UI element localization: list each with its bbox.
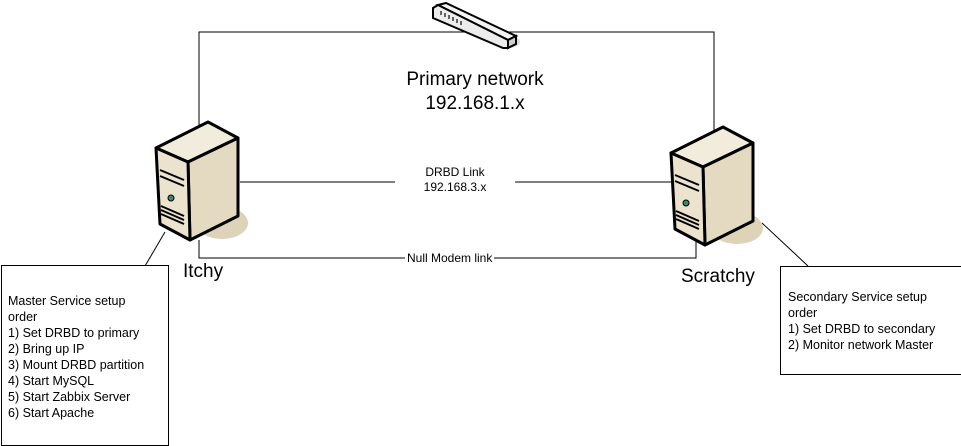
- note-title: Secondary Service setup: [788, 290, 927, 304]
- note-title: Master Service setup: [8, 294, 126, 308]
- secondary-setup-note: Secondary Service setup order 1) Set DRB…: [780, 266, 961, 375]
- note-step: 2) Monitor network Master: [788, 338, 934, 352]
- drbd-link-label: DRBD Link 192.168.3.x: [395, 165, 515, 195]
- note-step: 1) Set DRBD to primary: [8, 326, 140, 340]
- note-step: 2) Bring up IP: [8, 342, 85, 356]
- note-step: 6) Start Apache: [8, 406, 95, 420]
- host-label-itchy: Itchy: [183, 261, 224, 282]
- scratchy-note-connector: [761, 222, 809, 267]
- drbd-link-subnet: 192.168.3.x: [423, 180, 487, 194]
- note-title: order: [788, 306, 818, 320]
- network-switch-icon[interactable]: [428, 2, 523, 52]
- note-step: 1) Set DRBD to secondary: [788, 322, 936, 336]
- note-step: 4) Start MySQL: [8, 374, 95, 388]
- host-label-scratchy: Scratchy: [681, 266, 755, 287]
- master-setup-note: Master Service setup order 1) Set DRBD t…: [1, 265, 169, 446]
- drbd-link-title: DRBD Link: [425, 165, 485, 179]
- server-tower-icon[interactable]: [665, 125, 765, 250]
- server-tower-icon[interactable]: [150, 120, 250, 245]
- primary-network-line: [198, 31, 715, 150]
- primary-network-label: Primary network 192.168.1.x: [375, 68, 575, 116]
- primary-network-title: Primary network: [406, 69, 544, 90]
- primary-network-subnet: 192.168.1.x: [425, 93, 525, 114]
- note-step: 3) Mount DRBD partition: [8, 358, 145, 372]
- itchy-note-connector: [144, 231, 166, 267]
- note-step: 5) Start Zabbix Server: [8, 390, 131, 404]
- null-modem-label: Null Modem link: [405, 251, 495, 266]
- note-title: order: [8, 310, 38, 324]
